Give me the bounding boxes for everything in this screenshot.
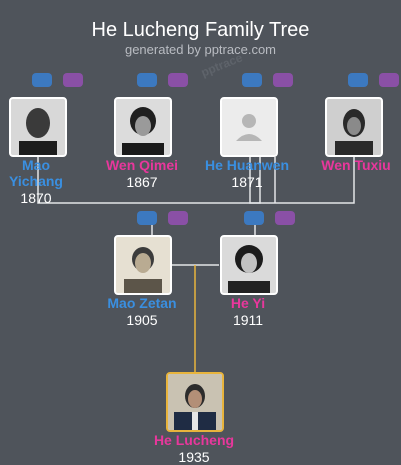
portrait-woman-icon[interactable] <box>220 235 278 295</box>
father-button[interactable] <box>348 73 368 87</box>
portrait-man-icon[interactable] <box>166 372 224 432</box>
portrait-man-icon[interactable] <box>114 235 172 295</box>
person-year: 1935 <box>178 449 210 465</box>
person-year: 1905 <box>126 312 158 328</box>
mother-button[interactable] <box>273 73 293 87</box>
person-year: 1911 <box>232 312 264 328</box>
mother-button[interactable] <box>168 73 188 87</box>
person-name: Mao Yichang <box>9 157 63 189</box>
father-button[interactable] <box>32 73 52 87</box>
mother-button[interactable] <box>168 211 188 225</box>
page-subtitle: generated by pptrace.com <box>124 42 277 57</box>
father-button[interactable] <box>137 211 157 225</box>
person-name: He Huanwen <box>204 157 289 173</box>
father-button[interactable] <box>137 73 157 87</box>
person-name: Wen Tuxiu <box>321 157 391 173</box>
portrait-man-icon[interactable] <box>325 97 383 157</box>
person-year: 1870 <box>20 190 52 206</box>
person-name: Mao Zetan <box>107 295 177 311</box>
mother-button[interactable] <box>379 73 399 87</box>
person-name: Wen Qimei <box>105 157 179 173</box>
person-name: He Yi <box>230 295 266 311</box>
person-name: He Lucheng <box>153 432 235 448</box>
father-button[interactable] <box>244 211 264 225</box>
portrait-man-icon[interactable] <box>9 97 67 157</box>
mother-button[interactable] <box>63 73 83 87</box>
person-year: 1871 <box>231 174 263 190</box>
person-year: 1867 <box>126 174 158 190</box>
portrait-woman-icon[interactable] <box>114 97 172 157</box>
placeholder-person-icon[interactable] <box>220 97 278 157</box>
mother-button[interactable] <box>275 211 295 225</box>
page-title: He Lucheng Family Tree <box>91 19 310 41</box>
father-button[interactable] <box>242 73 262 87</box>
